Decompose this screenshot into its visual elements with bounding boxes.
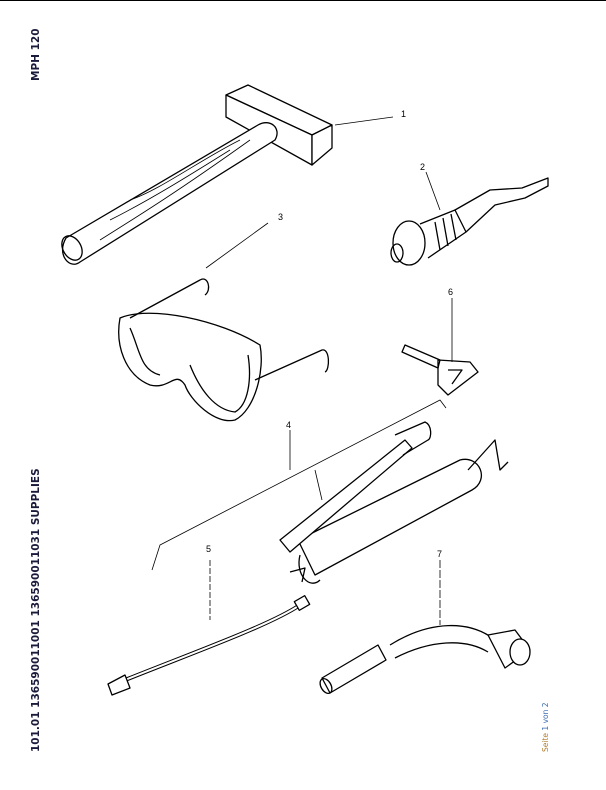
callout-7: 7 [437,549,442,559]
callout-2: 2 [420,162,425,172]
callout-6: 6 [448,287,453,297]
callout-5: 5 [206,544,211,554]
grease-gun-illustration [279,421,509,584]
hammer-illustration [61,84,333,265]
callout-1: 1 [401,109,406,119]
callout-4: 4 [286,420,291,430]
key-illustration [401,344,479,396]
hose-illustration [107,595,311,696]
flexible-tube-illustration [319,624,531,695]
callout-3: 3 [278,212,283,222]
drift-tool-illustration [390,177,549,266]
safety-glasses-illustration [118,278,330,422]
top-border [0,0,606,1]
